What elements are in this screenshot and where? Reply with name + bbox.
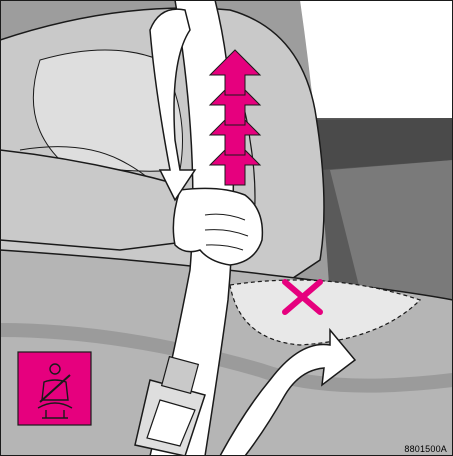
finger-lines: [204, 213, 249, 251]
hand: [172, 187, 264, 266]
wrong-position-x-icon: [282, 279, 323, 315]
lap-belt-path: [229, 279, 422, 346]
door-trim: [300, 118, 453, 170]
door-panel: [330, 160, 453, 300]
buckle: [134, 355, 206, 456]
window: [300, 0, 453, 118]
pull-arrow-icon: [149, 8, 197, 202]
figure-code: 8801500A: [404, 444, 447, 454]
thigh-shadow: [0, 323, 453, 393]
seatbelt-warning-icon: [17, 351, 92, 426]
tighten-arrows-icon: [208, 49, 262, 186]
tension-arrow-icon: [219, 327, 357, 456]
